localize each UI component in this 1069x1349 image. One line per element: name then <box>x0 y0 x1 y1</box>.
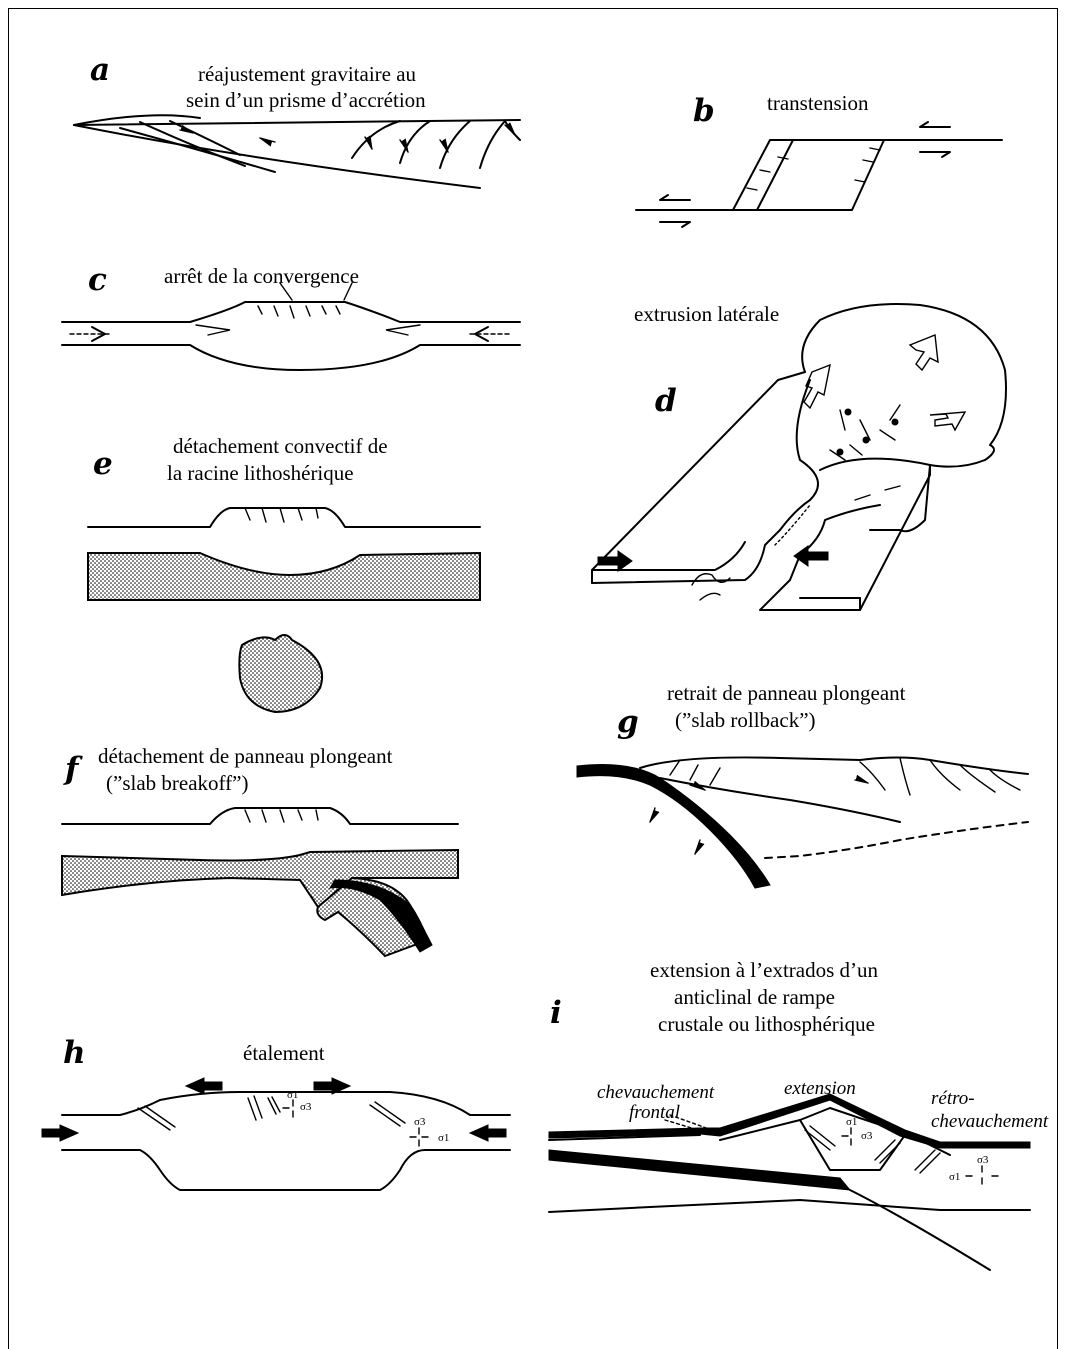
panel-b-caption: transtension <box>767 91 869 115</box>
accretionary-prism-section <box>74 115 520 188</box>
panel-a: a réajustement gravitaire au sein d’un p… <box>74 52 520 188</box>
panel-e-caption-line1: détachement convectif de <box>173 434 388 458</box>
panel-a-caption-line1: réajustement gravitaire au <box>198 62 417 86</box>
label-retro-line1: rétro- <box>931 1088 975 1109</box>
panel-h-sigma1-lower: σ1 <box>438 1132 449 1144</box>
panel-b-letter: b <box>693 93 715 129</box>
panel-g-letter: g <box>617 704 639 740</box>
panel-e-letter: e <box>93 446 113 482</box>
panel-g-caption-line1: retrait de panneau plongeant <box>667 681 906 705</box>
convergence-stop-section <box>62 283 520 370</box>
panel-i: extension à l’extrados d’un anticlinal d… <box>549 958 1049 1270</box>
label-chevauchement-frontal-line1: chevauchement <box>597 1082 715 1103</box>
panel-c: c arrêt de la convergence <box>62 262 520 370</box>
panel-f-caption-line1: détachement de panneau plongeant <box>98 744 393 768</box>
panel-i-sigma1-upper: σ1 <box>846 1116 857 1128</box>
panel-h-sigma3-upper: σ3 <box>300 1101 312 1113</box>
panel-h-letter: h <box>63 1035 86 1071</box>
panel-c-caption: arrêt de la convergence <box>164 264 359 288</box>
panel-d-letter: d <box>655 383 677 419</box>
panel-a-letter: a <box>90 52 110 88</box>
transtension-sketch <box>636 122 1002 227</box>
label-chevauchement-frontal-line2: frontal <box>629 1102 680 1123</box>
panel-f-caption-line2: (”slab breakoff”) <box>106 771 248 795</box>
panel-i-caption-line2: anticlinal de rampe <box>674 985 835 1009</box>
panel-h-sigma1-upper: σ1 <box>287 1089 298 1101</box>
panel-e-caption-line2: la racine lithoshérique <box>167 461 354 485</box>
panel-h-caption: étalement <box>243 1041 325 1065</box>
panel-h: h étalement σ1 σ3 σ3 σ1 <box>42 1035 510 1190</box>
panel-f: f détachement de panneau plongeant (”sla… <box>62 744 458 956</box>
panel-i-caption-line1: extension à l’extrados d’un <box>650 958 879 982</box>
spreading-section: σ1 σ3 σ3 σ1 <box>42 1078 510 1190</box>
panel-d: extrusion latérale d <box>592 302 1006 610</box>
panel-g-caption-line2: (”slab rollback”) <box>675 708 816 732</box>
panel-e: e détachement convectif de la racine lit… <box>88 434 480 712</box>
panel-h-sigma3-lower: σ3 <box>414 1116 426 1128</box>
panel-g: g retrait de panneau plongeant (”slab ro… <box>577 681 1028 888</box>
label-extension: extension <box>784 1078 856 1099</box>
panel-b: b transtension <box>636 91 1002 227</box>
slab-rollback-section <box>577 757 1028 888</box>
lithospheric-root-section <box>88 508 480 712</box>
panel-i-sigma3-upper: σ3 <box>861 1130 873 1142</box>
panel-i-sigma3-lower: σ3 <box>977 1154 989 1166</box>
panel-i-letter: i <box>550 995 562 1031</box>
panel-i-caption-line3: crustale ou lithosphérique <box>658 1012 875 1036</box>
slab-breakoff-section <box>62 808 458 956</box>
lateral-extrusion-block <box>592 304 1006 610</box>
panel-i-sigma1-lower: σ1 <box>949 1171 960 1183</box>
panel-d-caption: extrusion latérale <box>634 302 779 326</box>
panel-a-caption-line2: sein d’un prisme d’accrétion <box>186 88 426 112</box>
panel-c-letter: c <box>88 262 107 298</box>
panel-f-letter: f <box>63 751 83 787</box>
label-retro-line2: chevauchement <box>931 1111 1049 1132</box>
